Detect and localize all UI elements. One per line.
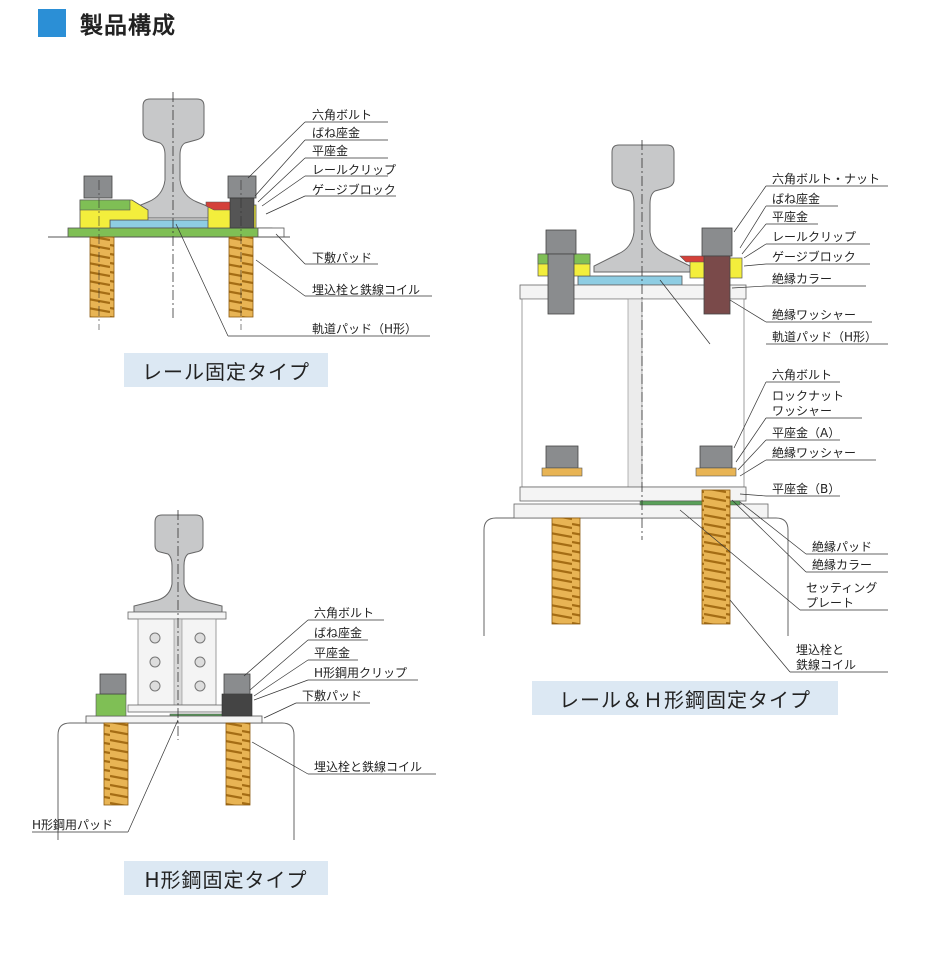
rail-clip	[205, 201, 235, 211]
anchor-left	[551, 517, 581, 625]
hbeam-type-drawing: 六角ボルト ばね座金 平座金 H形鋼用クリップ 下敷パッド 埋込栓と鉄線コイル …	[32, 510, 436, 840]
railh-label-hex-bolt-nut: 六角ボルト・ナット	[772, 172, 880, 186]
anchor-right	[225, 722, 251, 806]
railh-label-flat-washer-b: 平座金（B）	[772, 481, 840, 496]
hbeam-label-under-pad: 下敷パッド	[302, 688, 362, 703]
rail-type-drawing: 六角ボルト ばね座金 平座金 レールクリップ ゲージブロック 下敷パッド 埋込栓…	[48, 92, 432, 337]
railh-label-insulating-collar-2: 絶縁カラー	[812, 557, 872, 572]
railh-label-flat-washer-a: 平座金（A）	[772, 425, 840, 440]
rail	[123, 98, 223, 219]
railh-label-gauge-block: ゲージブロック	[772, 249, 856, 264]
railh-label-insulating-washer: 絶縁ワッシャー	[772, 307, 856, 322]
header-square-icon	[38, 9, 66, 37]
railh-label-anchor: 埋込栓と	[796, 642, 844, 657]
railh-label-spring-washer: ばね座金	[772, 191, 820, 206]
railh-label-track-pad: 軌道パッド（H形）	[772, 329, 877, 344]
caption-hbeam-type: H形鋼固定タイプ	[124, 861, 328, 895]
hbeam-label-spring-washer: ばね座金	[314, 625, 362, 640]
track-pad	[577, 275, 683, 286]
anchor-left	[103, 722, 129, 806]
railh-label-insulating-collar: 絶縁カラー	[772, 271, 832, 286]
hbeam-label-flat-washer: 平座金	[314, 645, 350, 660]
page-title: 製品構成	[80, 13, 176, 39]
rail-label-under-pad: 下敷パッド	[312, 250, 372, 265]
hbeam-label-hbeam-clip: H形鋼用クリップ	[314, 666, 407, 680]
rail-label-anchor: 埋込栓と鉄線コイル	[312, 282, 420, 297]
caption-rail-type: レール固定タイプ	[124, 353, 328, 387]
anchor-right	[701, 489, 731, 625]
railh-label-lock-nut: ロックナット	[772, 389, 844, 403]
caption-rail-hbeam-type: レール＆Ｈ形鋼固定タイプ	[532, 681, 838, 715]
hbeam-label-hex-bolt: 六角ボルト	[314, 606, 374, 620]
anchor-left	[89, 236, 115, 318]
under-pad	[67, 227, 273, 238]
rail-hbeam-type-drawing: 六角ボルト・ナット ばね座金 平座金 レールクリップ ゲージブロック 絶縁カラー…	[483, 140, 888, 673]
railh-label-insulating-pad: 絶縁パッド	[812, 539, 872, 554]
rail-label-hex-bolt: 六角ボルト	[312, 108, 372, 122]
rail-label-spring-washer: ばね座金	[312, 125, 360, 140]
under-pad	[85, 715, 263, 724]
railh-label-plate: プレート	[806, 596, 854, 610]
railh-label-hex-bolt: 六角ボルト	[772, 368, 832, 382]
railh-label-insulating-washer-2: 絶縁ワッシャー	[772, 445, 856, 460]
rail-label-flat-washer: 平座金	[312, 143, 348, 158]
railh-label-coil: 鉄線コイル	[796, 657, 856, 672]
railh-label-washer: ワッシャー	[772, 404, 832, 418]
railh-label-setting: セッティング	[806, 581, 877, 595]
railh-label-rail-clip: レールクリップ	[772, 230, 856, 244]
hbeam-label-anchor: 埋込栓と鉄線コイル	[314, 759, 422, 774]
hbeam-label-hbeam-pad: H形鋼用パッド	[32, 818, 113, 832]
railh-label-flat-washer: 平座金	[772, 209, 808, 224]
section-header: 製品構成	[38, 6, 176, 40]
h-beam	[127, 611, 227, 620]
rail-label-rail-clip: レールクリップ	[312, 163, 396, 177]
rail-label-gauge-block: ゲージブロック	[312, 182, 396, 197]
rail-label-track-pad: 軌道パッド（H形）	[312, 321, 417, 336]
rail	[133, 514, 223, 613]
